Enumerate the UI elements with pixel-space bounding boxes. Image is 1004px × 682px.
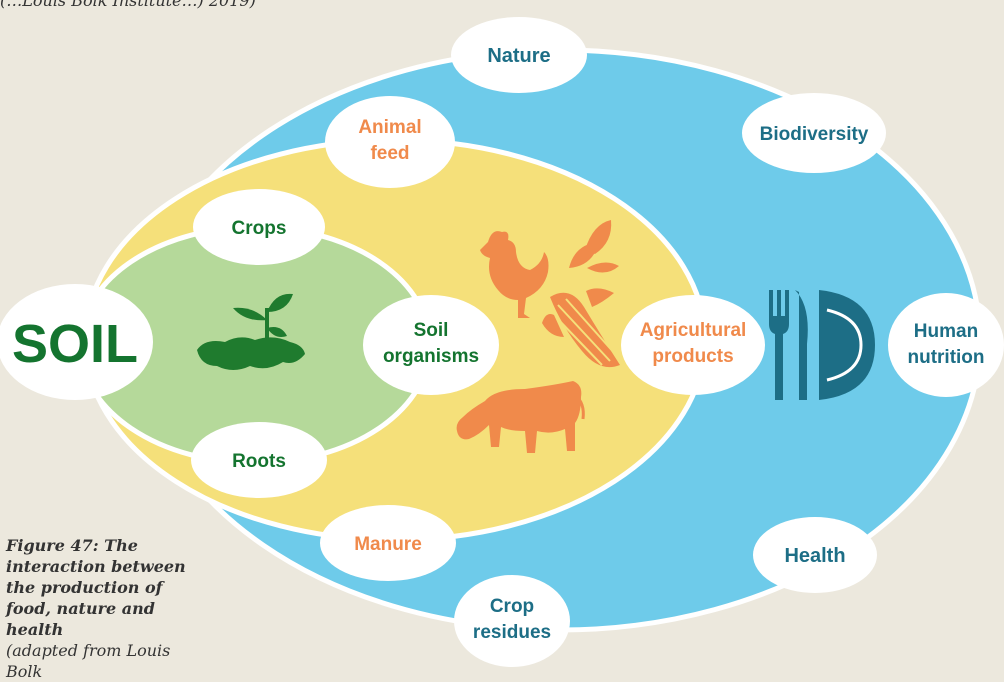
label-human-nutrition-2: nutrition xyxy=(907,347,984,368)
label-soil: SOIL xyxy=(12,314,138,374)
label-soil-organisms-2: organisms xyxy=(383,346,479,367)
node-crops: Crops xyxy=(193,189,325,265)
cow-icon xyxy=(456,381,585,453)
cutlery-plate-icon xyxy=(769,290,875,400)
node-health: Health xyxy=(753,517,877,593)
label-agricultural-products-2: products xyxy=(652,346,733,367)
label-biodiversity: Biodiversity xyxy=(760,124,869,145)
node-agricultural-products: Agricultural products xyxy=(621,295,765,395)
caption-title: Figure 47: The interaction between the p… xyxy=(6,536,186,639)
label-crops: Crops xyxy=(232,218,287,239)
label-animal-feed-1: Animal xyxy=(358,117,421,138)
node-manure: Manure xyxy=(320,505,456,581)
leaves-icon xyxy=(569,220,619,273)
label-crop-residues-2: residues xyxy=(473,622,551,643)
plant-seedling-icon xyxy=(197,293,305,370)
label-human-nutrition-1: Human xyxy=(914,321,978,342)
figure-caption: Figure 47: The interaction between the p… xyxy=(6,535,206,682)
label-nature: Nature xyxy=(487,45,550,67)
label-soil-organisms-1: Soil xyxy=(414,320,449,341)
node-animal-feed: Animal feed xyxy=(325,96,455,188)
corn-icon xyxy=(542,288,620,368)
label-animal-feed-2: feed xyxy=(370,143,409,164)
node-biodiversity: Biodiversity xyxy=(742,93,886,173)
label-crop-residues-1: Crop xyxy=(490,596,534,617)
node-roots: Roots xyxy=(191,422,327,498)
label-agricultural-products-1: Agricultural xyxy=(640,320,747,341)
chicken-icon xyxy=(480,231,549,318)
label-manure: Manure xyxy=(354,534,422,555)
node-soil: SOIL xyxy=(0,284,153,400)
cropped-top-text: (…Louis Bolk Institute…) 2019) xyxy=(0,0,400,9)
caption-source: (adapted from Louis Bolk xyxy=(6,641,171,681)
node-soil-organisms: Soil organisms xyxy=(363,295,499,395)
node-crop-residues: Crop residues xyxy=(454,575,570,667)
label-roots: Roots xyxy=(232,451,286,472)
node-nature: Nature xyxy=(451,17,587,93)
node-human-nutrition: Human nutrition xyxy=(888,293,1004,397)
label-health: Health xyxy=(784,545,845,567)
